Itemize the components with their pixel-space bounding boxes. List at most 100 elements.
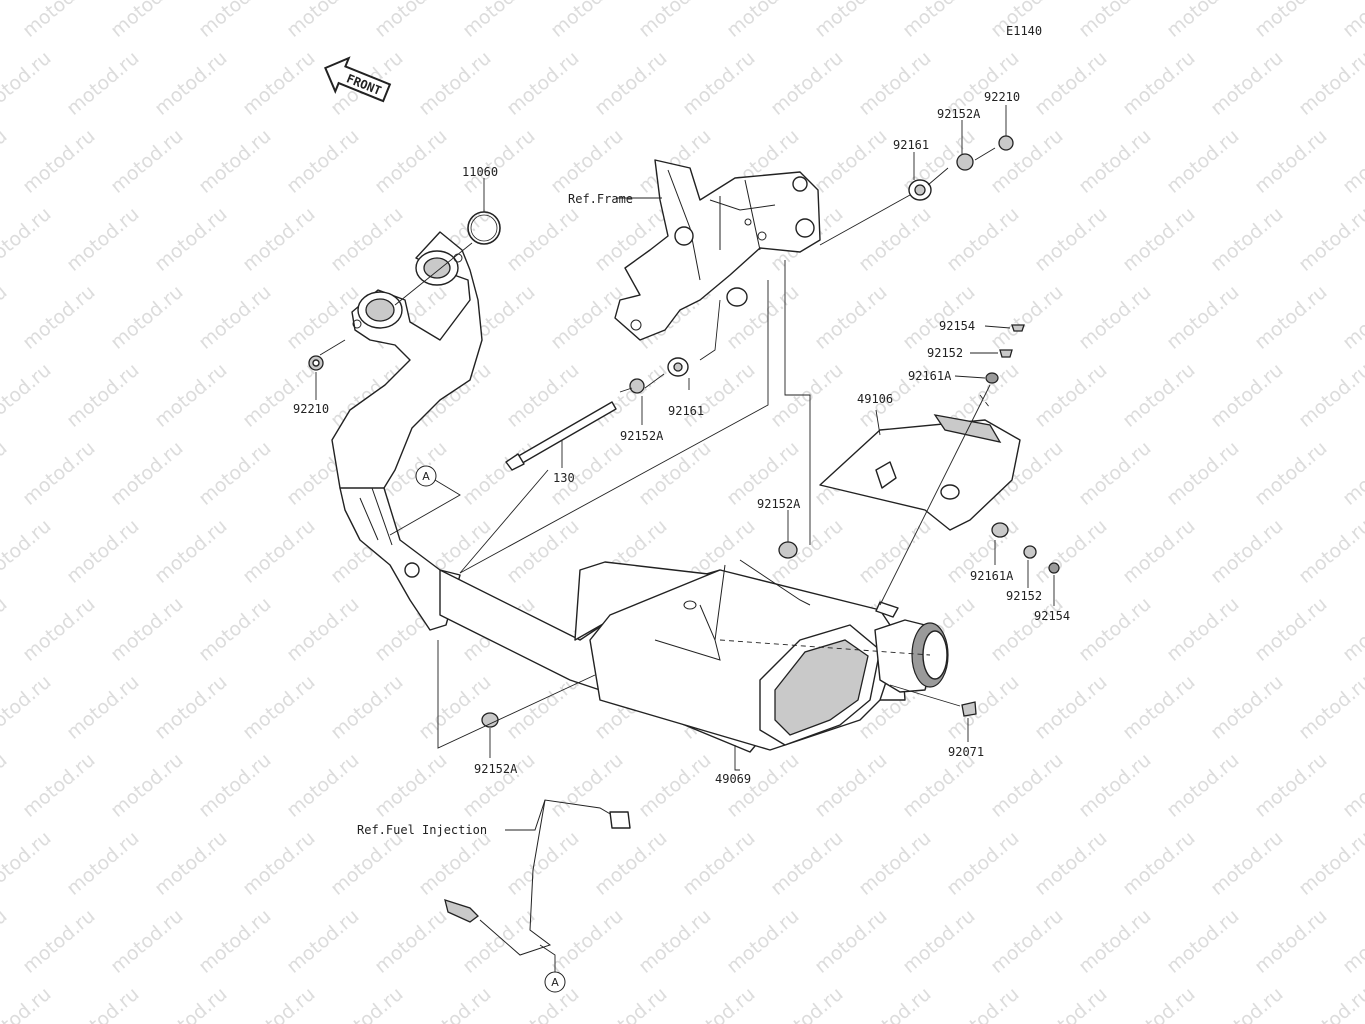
watermark-text: motod.ru: [1339, 437, 1365, 510]
watermark-text: motod.ru: [503, 515, 584, 588]
watermark-text: motod.ru: [1339, 125, 1365, 198]
watermark-text: motod.ru: [19, 749, 100, 822]
watermark-text: motod.ru: [1119, 359, 1200, 432]
watermark-text: motod.ru: [943, 983, 1024, 1024]
watermark-text: motod.ru: [0, 515, 55, 588]
watermark-text: motod.ru: [943, 671, 1024, 744]
watermark-text: motod.ru: [19, 125, 100, 198]
watermark-text: motod.ru: [371, 0, 452, 42]
label-92210-left: 92210: [293, 402, 329, 416]
watermark-text: motod.ru: [635, 905, 716, 978]
watermark-text: motod.ru: [19, 281, 100, 354]
watermark-text: motod.ru: [0, 593, 11, 666]
watermark-text: motod.ru: [195, 905, 276, 978]
watermark-text: motod.ru: [0, 125, 11, 198]
heat-cover: [819, 414, 1021, 531]
watermark-text: motod.ru: [1163, 281, 1244, 354]
watermark-text: motod.ru: [19, 0, 100, 42]
watermark-text: motod.ru: [283, 281, 364, 354]
watermark-text: motod.ru: [371, 905, 452, 978]
watermark-text: motod.ru: [283, 749, 364, 822]
watermark-text: motod.ru: [547, 125, 628, 198]
label-92152a-top: 92152A: [937, 107, 981, 121]
watermark-text: motod.ru: [415, 671, 496, 744]
watermark-text: motod.ru: [107, 125, 188, 198]
watermark-text: motod.ru: [899, 0, 980, 42]
label-49106: 49106: [857, 392, 893, 406]
watermark-text: motod.ru: [239, 827, 320, 900]
watermark-text: motod.ru: [0, 749, 11, 822]
watermark-text: motod.ru: [239, 983, 320, 1024]
label-92152-bottom: 92152: [1006, 589, 1042, 603]
watermark-text: motod.ru: [1031, 359, 1112, 432]
watermark-text: motod.ru: [811, 0, 892, 42]
watermark-text: motod.ru: [63, 827, 144, 900]
label-49069: 49069: [715, 772, 751, 786]
watermark-text: motod.ru: [1207, 203, 1288, 276]
watermark-text: motod.ru: [63, 203, 144, 276]
watermark-text: motod.ru: [811, 125, 892, 198]
watermark-text: motod.ru: [1339, 593, 1365, 666]
watermark-text: motod.ru: [503, 203, 584, 276]
watermark-text: motod.ru: [151, 671, 232, 744]
watermark-text: motod.ru: [1119, 515, 1200, 588]
watermark-text: motod.ru: [195, 0, 276, 42]
watermark-text: motod.ru: [987, 905, 1068, 978]
watermark-text: motod.ru: [239, 203, 320, 276]
watermark-text: motod.ru: [811, 905, 892, 978]
watermark-text: motod.ru: [63, 671, 144, 744]
watermark-text: motod.ru: [1119, 203, 1200, 276]
watermark-text: motod.ru: [1031, 203, 1112, 276]
watermark-text: motod.ru: [1339, 281, 1365, 354]
leader-lines: [315, 105, 1055, 972]
watermark-text: motod.ru: [239, 359, 320, 432]
watermark-text: motod.ru: [107, 0, 188, 42]
watermark-text: motod.ru: [327, 827, 408, 900]
watermark-text: motod.ru: [943, 203, 1024, 276]
watermark-text: motod.ru: [1119, 671, 1200, 744]
watermark-text: motod.ru: [63, 359, 144, 432]
watermark-text: motod.ru: [107, 281, 188, 354]
watermark-text: motod.ru: [107, 437, 188, 510]
watermark-text: motod.ru: [503, 359, 584, 432]
label-92154-top: 92154: [939, 319, 975, 333]
watermark-text: motod.ru: [63, 515, 144, 588]
watermark-text: motod.ru: [459, 749, 540, 822]
watermark-text: motod.ru: [195, 125, 276, 198]
label-92152-top: 92152: [927, 346, 963, 360]
watermark-text: motod.ru: [591, 359, 672, 432]
watermark-text: motod.ru: [1119, 47, 1200, 120]
watermark-text: motod.ru: [327, 983, 408, 1024]
watermark-text: motod.ru: [0, 0, 11, 42]
watermark-text: motod.ru: [1163, 125, 1244, 198]
reference-a-upper-text: A: [422, 470, 430, 483]
label-ref-fuel-injection: Ref.Fuel Injection: [357, 823, 487, 837]
watermark-text: motod.ru: [987, 593, 1068, 666]
watermark-text: motod.ru: [151, 47, 232, 120]
watermark-text: motod.ru: [283, 593, 364, 666]
watermark-text: motod.ru: [0, 905, 11, 978]
watermark-text: motod.ru: [1207, 827, 1288, 900]
watermark-text: motod.ru: [283, 905, 364, 978]
watermark-text: motod.ru: [1251, 125, 1332, 198]
watermark-text: motod.ru: [1251, 749, 1332, 822]
watermark-text: motod.ru: [723, 905, 804, 978]
watermark-text: motod.ru: [547, 0, 628, 42]
watermark-text: motod.ru: [195, 437, 276, 510]
watermark-text: motod.ru: [503, 983, 584, 1024]
watermark-text: motod.ru: [855, 203, 936, 276]
watermark-text: motod.ru: [19, 437, 100, 510]
watermark-text: motod.ru: [1163, 749, 1244, 822]
watermark-text: motod.ru: [371, 749, 452, 822]
watermark-text: motod.ru: [19, 905, 100, 978]
reference-marker-a-lower: A: [544, 971, 566, 993]
watermark-text: motod.ru: [151, 827, 232, 900]
watermark-text: motod.ru: [1207, 671, 1288, 744]
watermark-text: motod.ru: [1339, 0, 1365, 42]
watermark-text: motod.ru: [327, 203, 408, 276]
watermark-text: motod.ru: [635, 437, 716, 510]
diagram-code: E1140: [1006, 24, 1042, 38]
label-ref-frame: Ref.Frame: [568, 192, 633, 206]
